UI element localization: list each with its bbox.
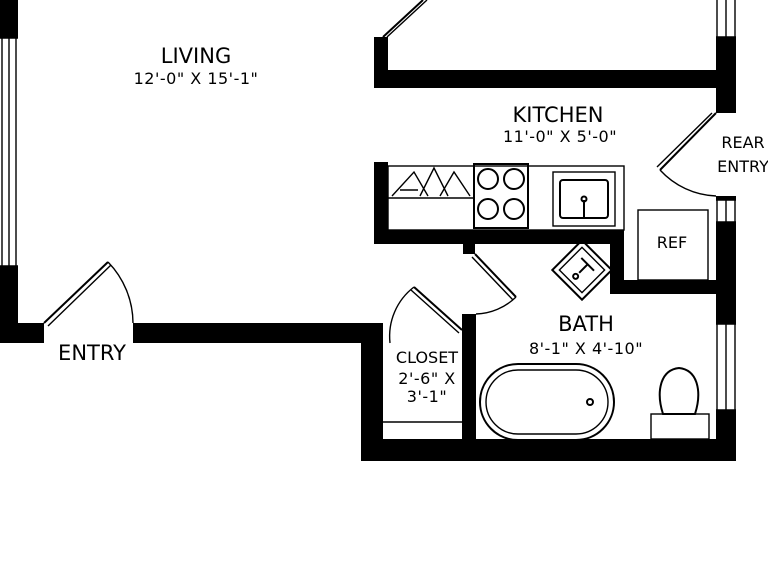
wall-closet-left [361, 323, 383, 461]
dish-rack [391, 166, 471, 197]
bath-room-dims: 8'-1" X 4'-10" [529, 339, 643, 358]
wall-bath-door-stub [463, 244, 475, 254]
wall-kitchen-top [374, 70, 736, 88]
wall-closet-bath [462, 314, 476, 461]
window-right-middle [716, 199, 736, 223]
room-labels: LIVING 12'-0" X 15'-1" KITCHEN 11'-0" X … [58, 44, 768, 406]
bathtub [479, 363, 615, 441]
fixtures [383, 163, 710, 441]
toilet [650, 366, 710, 440]
entry-label: ENTRY [58, 341, 126, 365]
wall-ref-left [610, 230, 624, 292]
closet-dims-line2: 3'-1" [407, 387, 447, 406]
kitchen-room-dims: 11'-0" X 5'-0" [503, 127, 617, 146]
ref-label: REF [657, 233, 687, 252]
window-bath [716, 323, 736, 411]
wall-kitchen-left [374, 162, 388, 244]
window-right-top [716, 0, 736, 38]
rear-entry-label-line1: REAR [721, 133, 764, 152]
wall-ref-bottom [610, 280, 736, 294]
stove [473, 163, 529, 229]
wall-entry-left [0, 323, 44, 343]
wall-right-top [716, 37, 736, 113]
wall-right-lower [716, 410, 736, 461]
wall-kitchen-stub [374, 37, 388, 88]
door-bath [471, 253, 517, 315]
door-entry [43, 261, 134, 327]
windows [0, 0, 736, 411]
door-upper [382, 0, 428, 38]
living-room-dims: 12'-0" X 15'-1" [134, 69, 259, 88]
wall-kitchen-bottom [374, 230, 622, 244]
doors [43, 0, 717, 344]
wall-living-bottom [133, 323, 383, 343]
kitchen-counter [387, 165, 625, 231]
bath-sink [550, 238, 614, 302]
door-rear-entry [656, 112, 717, 197]
kitchen-sink [552, 171, 616, 227]
wall-bottom-exterior [361, 439, 736, 461]
walls [0, 0, 736, 461]
rear-entry-label-line2: ENTRY [717, 157, 768, 176]
bath-room-name: BATH [558, 312, 614, 336]
closet-dims-line1: 2'-6" X [398, 369, 455, 388]
living-room-name: LIVING [161, 44, 231, 68]
closet-name: CLOSET [396, 348, 458, 367]
refrigerator [637, 209, 709, 281]
kitchen-room-name: KITCHEN [513, 103, 604, 127]
window-living-left [0, 37, 18, 267]
door-closet [388, 286, 463, 344]
